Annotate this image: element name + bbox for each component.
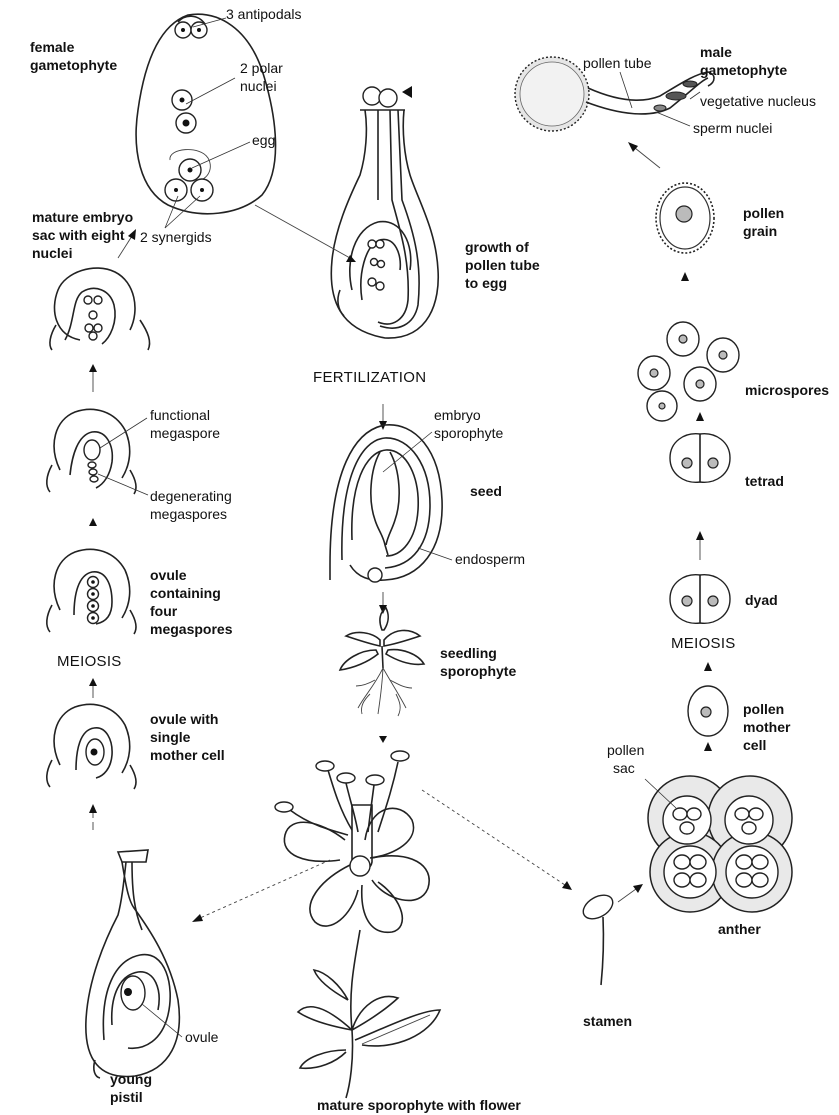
young-pistil-figure	[86, 850, 180, 1078]
microspores-label: microspores	[745, 382, 829, 398]
ovule-single-mother-cell-figure	[47, 704, 136, 789]
anther-label: anther	[718, 921, 761, 937]
seed-figure	[330, 425, 442, 582]
antipodals-label: 3 antipodals	[226, 6, 302, 22]
mature-sporophyte-label: mature sporophyte with flower	[317, 1097, 521, 1113]
seedling-figure	[340, 608, 424, 716]
ovule-label: ovule	[185, 1029, 219, 1045]
ovule-four-megaspores-label: ovule containing four megaspores	[150, 567, 233, 637]
degenerating-megaspores-label: degenerating megaspores	[150, 488, 236, 522]
pollen-mother-cell-label: pollen mother cell	[743, 701, 794, 753]
ovule-four-megaspores-figure	[47, 549, 136, 634]
female-gametophyte-label: female gametophyte	[30, 39, 117, 73]
sperm-nuclei-label: sperm nuclei	[693, 120, 772, 136]
vegetative-nucleus-label: vegetative nucleus	[700, 93, 816, 109]
ovule-eight-nuclei-figure	[50, 268, 150, 350]
endosperm-label: endosperm	[455, 551, 525, 567]
tetrad-figure	[670, 434, 730, 483]
tetrad-label: tetrad	[745, 473, 784, 489]
functional-megaspore-label: functional megaspore	[150, 407, 220, 441]
stamen-label: stamen	[583, 1013, 632, 1029]
growth-pollen-tube-label: growth of pollen tube to egg	[465, 239, 544, 291]
fertilization-pistil-figure	[331, 87, 438, 338]
dyad-figure	[670, 575, 730, 624]
fertilization-label: FERTILIZATION	[313, 369, 426, 386]
male-meiosis-label: MEIOSIS	[671, 635, 736, 652]
pollen-mother-cell-figure	[688, 686, 728, 736]
stamen-figure	[579, 890, 617, 985]
seedling-sporophyte-label: seedling sporophyte	[440, 645, 516, 679]
mature-sporophyte-flower-figure	[275, 751, 440, 1098]
dyad-label: dyad	[745, 592, 778, 608]
young-pistil-label: young pistil	[110, 1071, 156, 1105]
female-meiosis-label: MEIOSIS	[57, 653, 122, 670]
pollen-grain-label: pollen grain	[743, 205, 788, 239]
pollen-grain-figure	[656, 183, 714, 253]
pollen-tube-label: pollen tube	[583, 55, 652, 71]
anther-figure	[648, 776, 792, 912]
seed-label: seed	[470, 483, 502, 499]
embryo-sporophyte-label: embryo sporophyte	[434, 407, 503, 441]
embryo-sac-figure	[136, 14, 275, 213]
male-gametophyte-label: male gametophyte	[700, 44, 787, 78]
ovule-single-mother-cell-label: ovule with single mother cell	[150, 711, 225, 763]
pollen-sac-label: pollen sac	[607, 742, 648, 776]
ovule-functional-megaspore-figure	[47, 409, 136, 494]
microspores-figure	[638, 322, 739, 421]
synergids-label: 2 synergids	[140, 229, 212, 245]
egg-label: egg	[252, 132, 275, 148]
